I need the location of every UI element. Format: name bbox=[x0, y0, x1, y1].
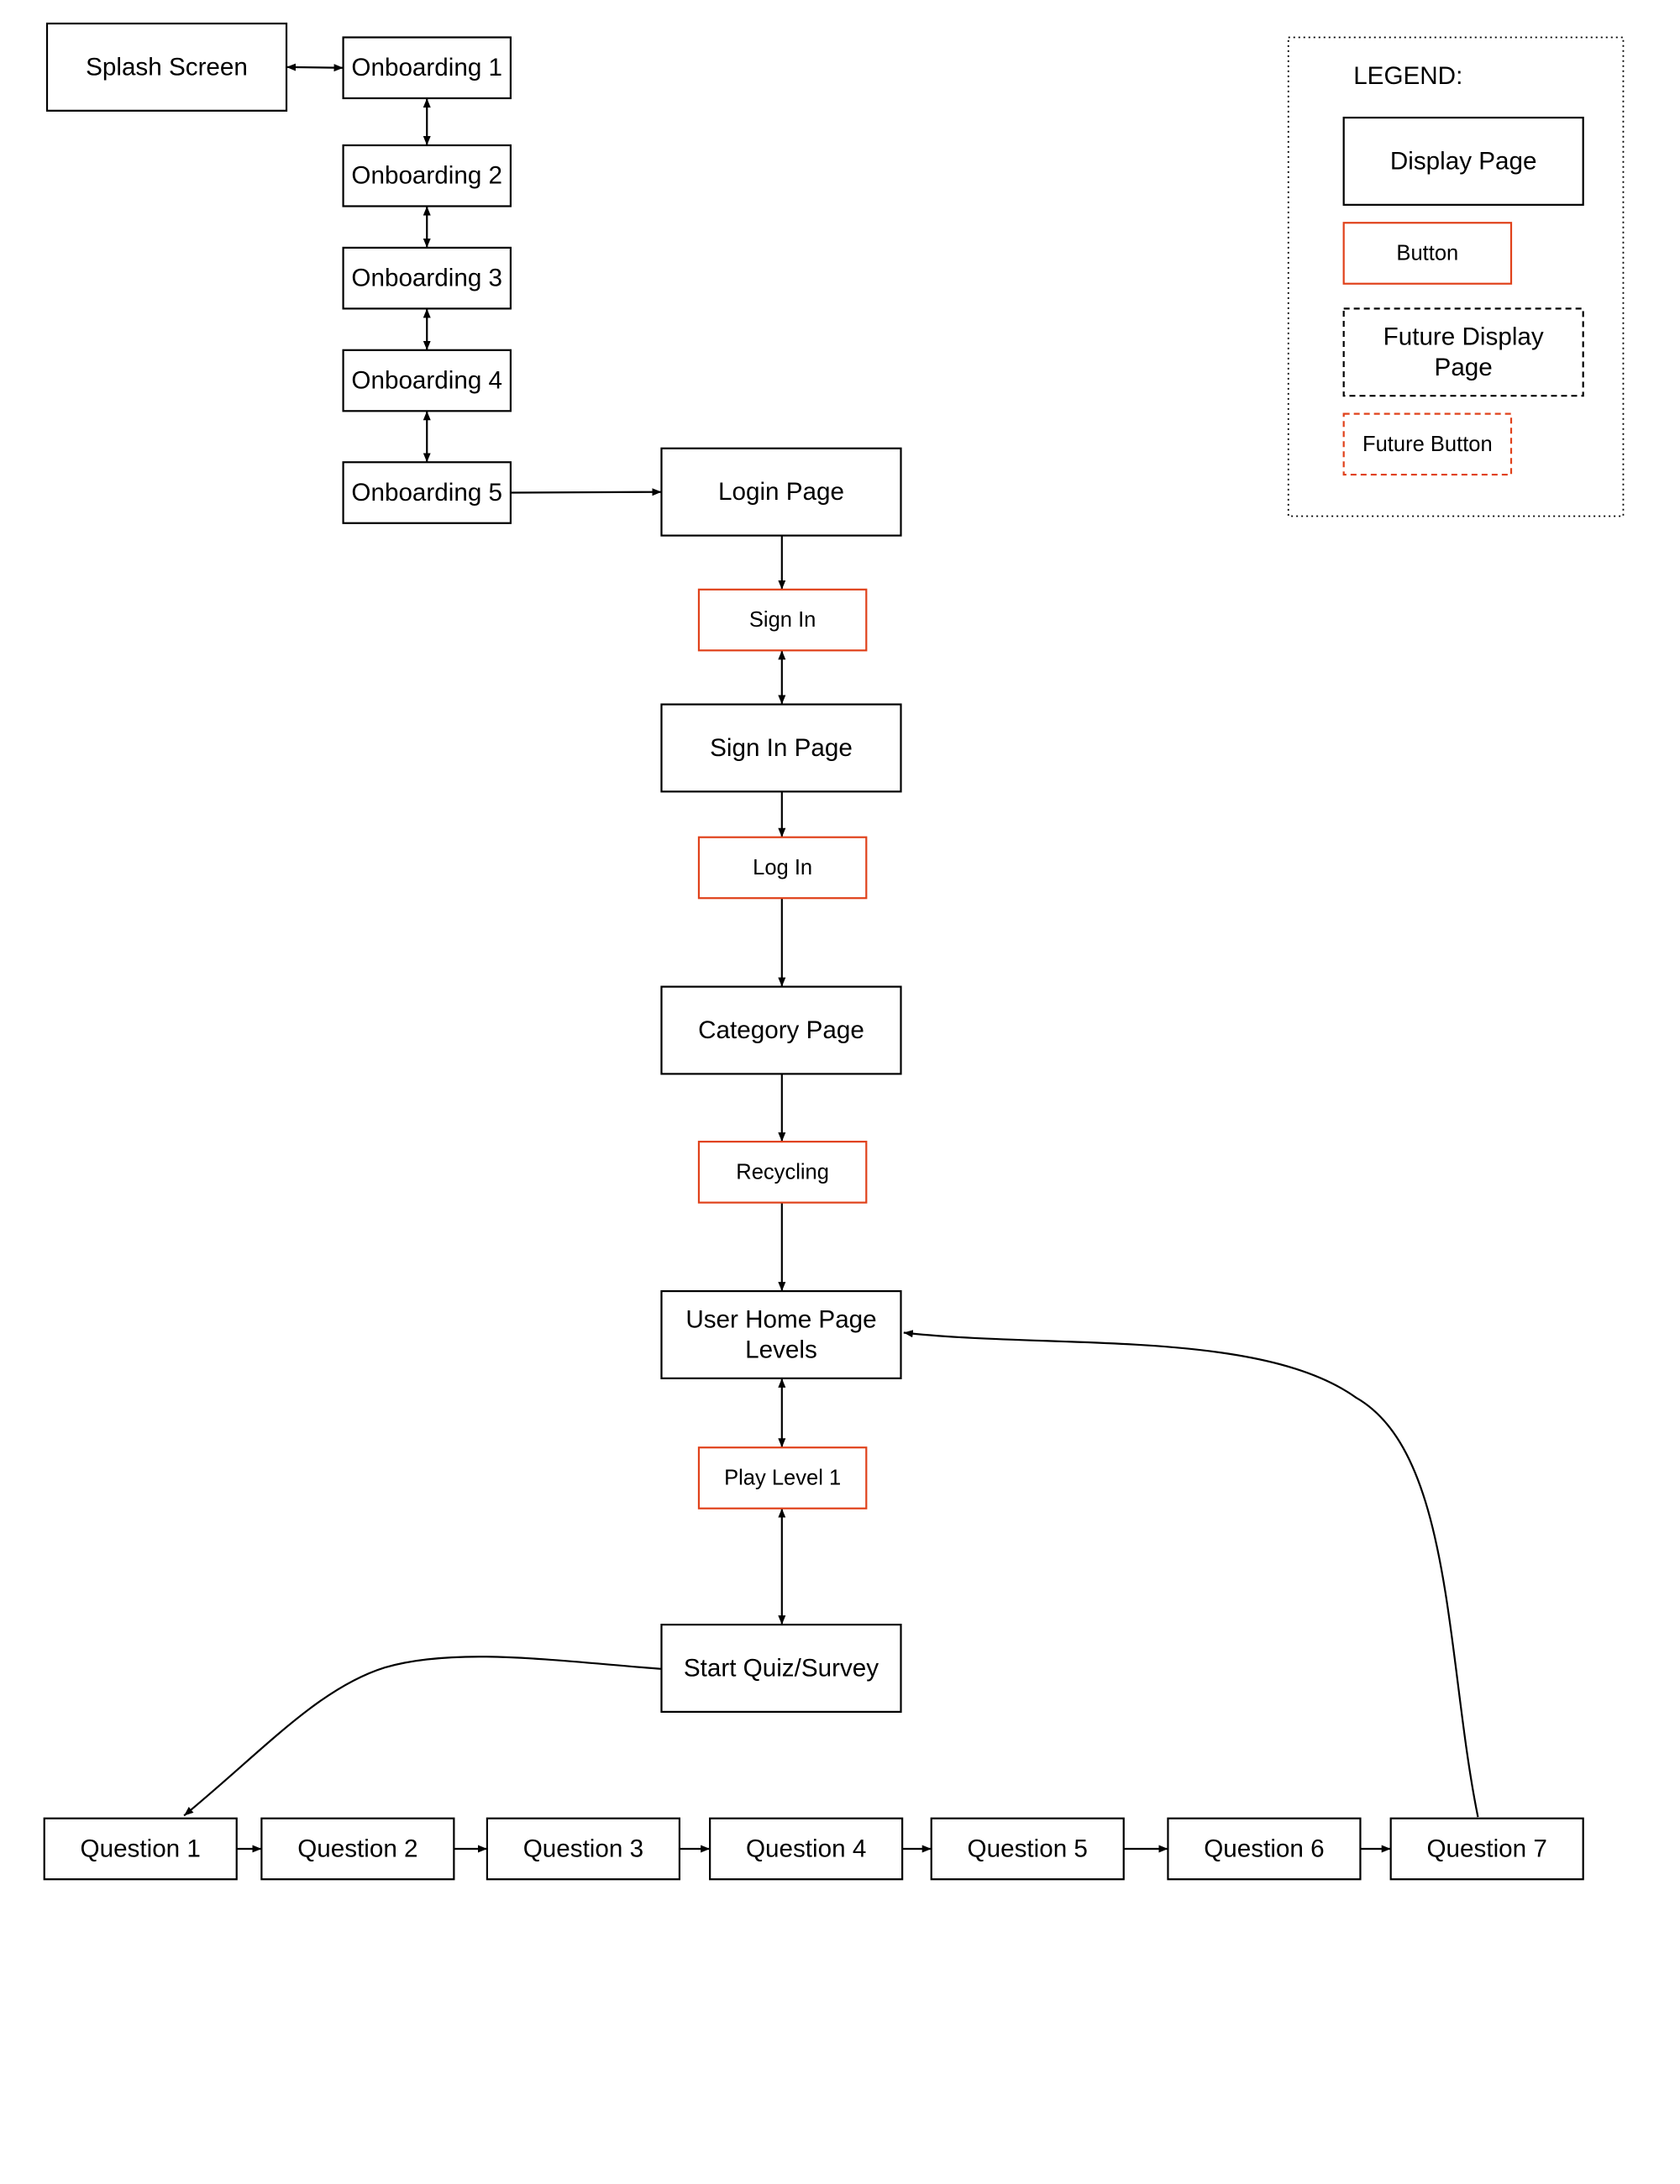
legend-frame bbox=[1287, 36, 1625, 517]
node-onboarding-5-label: Onboarding 5 bbox=[351, 479, 502, 507]
edge-splash-screen-to-onboarding-1 bbox=[286, 63, 344, 72]
node-question-3: Question 3 bbox=[486, 1817, 681, 1881]
node-log-in: Log In bbox=[697, 836, 868, 900]
node-login-page: Login Page bbox=[660, 447, 902, 537]
node-question-1-box bbox=[43, 1817, 238, 1881]
node-question-2: Question 2 bbox=[260, 1817, 455, 1881]
node-question-2-label: Question 2 bbox=[297, 1835, 417, 1862]
edge-onboarding-5-to-login-page bbox=[510, 488, 662, 496]
node-login-page-label: Login Page bbox=[718, 478, 844, 506]
node-user-home-page-label: User Home Page bbox=[685, 1305, 876, 1333]
node-onboarding-5: Onboarding 5 bbox=[342, 461, 512, 524]
legend-item-button-box bbox=[1342, 222, 1513, 285]
node-onboarding-3: Onboarding 3 bbox=[342, 246, 512, 310]
node-question-3-label: Question 3 bbox=[523, 1835, 643, 1862]
node-question-7: Question 7 bbox=[1389, 1817, 1584, 1881]
node-user-home-page-label: Levels bbox=[745, 1336, 817, 1364]
legend-item-future-display-page-label: Page bbox=[1435, 354, 1493, 381]
node-start-quiz-box bbox=[660, 1623, 902, 1713]
node-onboarding-4-label: Onboarding 4 bbox=[351, 367, 502, 395]
legend-item-future-button-box bbox=[1342, 412, 1513, 476]
node-onboarding-3-label: Onboarding 3 bbox=[351, 265, 502, 292]
legend-item-display-page-label: Display Page bbox=[1390, 147, 1537, 175]
node-sign-in-box bbox=[697, 588, 868, 652]
node-category-page-box bbox=[660, 985, 902, 1075]
node-question-4: Question 4 bbox=[709, 1817, 904, 1881]
edge-question-7-to-user-home-page bbox=[903, 1330, 1479, 1818]
node-onboarding-2: Onboarding 2 bbox=[342, 144, 512, 207]
node-question-5-label: Question 5 bbox=[968, 1835, 1088, 1862]
node-recycling-box bbox=[697, 1141, 868, 1204]
node-onboarding-3-box bbox=[342, 246, 512, 310]
node-onboarding-1: Onboarding 1 bbox=[342, 36, 512, 100]
node-user-home-page-box bbox=[660, 1289, 902, 1379]
node-start-quiz: Start Quiz/Survey bbox=[660, 1623, 902, 1713]
node-sign-in-label: Sign In bbox=[749, 608, 816, 632]
node-question-5: Question 5 bbox=[930, 1817, 1125, 1881]
node-onboarding-1-box bbox=[342, 36, 512, 100]
node-splash-screen-box bbox=[45, 22, 288, 112]
node-question-1-label: Question 1 bbox=[81, 1835, 201, 1862]
node-start-quiz-label: Start Quiz/Survey bbox=[684, 1654, 879, 1682]
node-sign-in-page-box bbox=[660, 703, 902, 793]
legend-item-display-page-box bbox=[1342, 116, 1584, 206]
legend-title: LEGEND: bbox=[1353, 62, 1462, 90]
node-category-page: Category Page bbox=[660, 985, 902, 1075]
edge-start-quiz-to-question-1 bbox=[183, 1656, 662, 1817]
node-sign-in-page: Sign In Page bbox=[660, 703, 902, 793]
edges-layer bbox=[183, 63, 1479, 1853]
node-sign-in: Sign In bbox=[697, 588, 868, 652]
node-question-2-box bbox=[260, 1817, 455, 1881]
legend-item-future-button-label: Future Button bbox=[1362, 433, 1493, 456]
node-splash-screen: Splash Screen bbox=[45, 22, 288, 112]
node-onboarding-4: Onboarding 4 bbox=[342, 349, 512, 412]
legend-item-future-display-page-box bbox=[1342, 307, 1584, 397]
node-log-in-label: Log In bbox=[753, 856, 812, 879]
node-question-7-box bbox=[1389, 1817, 1584, 1881]
node-play-level-1-label: Play Level 1 bbox=[724, 1466, 841, 1489]
legend-item-display-page: Display Page bbox=[1342, 116, 1584, 206]
node-login-page-box bbox=[660, 447, 902, 537]
node-question-6-box bbox=[1167, 1817, 1362, 1881]
legend-item-button: Button bbox=[1342, 222, 1513, 285]
node-splash-screen-label: Splash Screen bbox=[86, 53, 248, 81]
legend-item-future-display-page-label: Future Display bbox=[1383, 323, 1544, 351]
node-onboarding-5-box bbox=[342, 461, 512, 524]
node-question-4-label: Question 4 bbox=[746, 1835, 866, 1862]
node-onboarding-1-label: Onboarding 1 bbox=[351, 54, 502, 81]
node-recycling-label: Recycling bbox=[736, 1160, 829, 1184]
node-onboarding-2-label: Onboarding 2 bbox=[351, 162, 502, 190]
legend-item-future-button: Future Button bbox=[1342, 412, 1513, 476]
node-question-5-box bbox=[930, 1817, 1125, 1881]
node-question-4-box bbox=[709, 1817, 904, 1881]
node-question-1: Question 1 bbox=[43, 1817, 238, 1881]
node-question-6: Question 6 bbox=[1167, 1817, 1362, 1881]
node-sign-in-page-label: Sign In Page bbox=[710, 734, 853, 762]
node-question-6-label: Question 6 bbox=[1204, 1835, 1324, 1862]
node-onboarding-4-box bbox=[342, 349, 512, 412]
node-category-page-label: Category Page bbox=[698, 1016, 864, 1044]
node-log-in-box bbox=[697, 836, 868, 900]
nodes-layer: Splash Screen Onboarding 1 Onboarding 2 Onb… bbox=[43, 22, 1584, 1881]
legend-item-button-label: Button bbox=[1396, 241, 1458, 265]
node-question-7-label: Question 7 bbox=[1427, 1835, 1547, 1862]
node-recycling: Recycling bbox=[697, 1141, 868, 1204]
node-play-level-1-box bbox=[697, 1446, 868, 1509]
node-play-level-1: Play Level 1 bbox=[697, 1446, 868, 1509]
node-onboarding-2-box bbox=[342, 144, 512, 207]
node-question-3-box bbox=[486, 1817, 681, 1881]
